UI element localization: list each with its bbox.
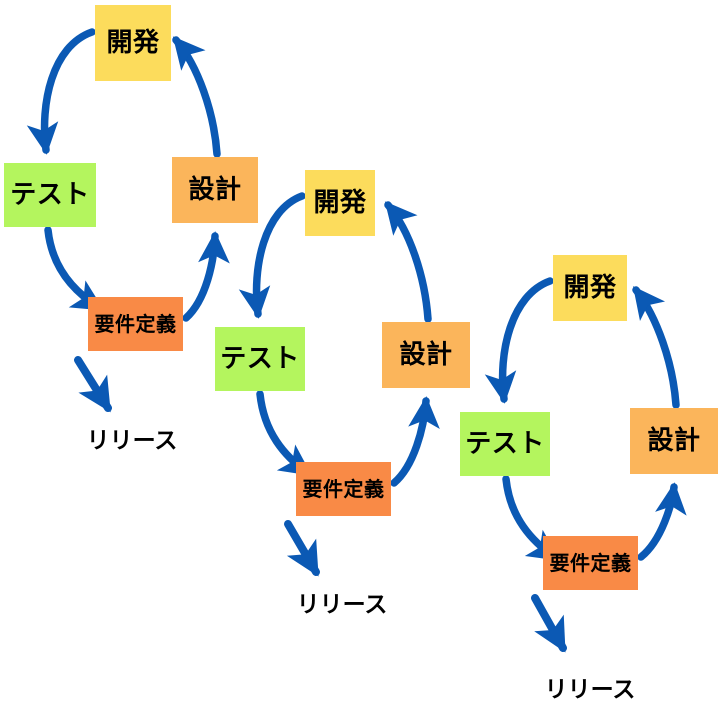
edge-c1-req-to-design	[182, 231, 230, 322]
edge-c2-req-to-design	[390, 396, 440, 487]
node-c1-design[interactable]: 設計	[172, 157, 258, 223]
edge-c3-design-to-dev	[632, 286, 680, 409]
node-c1-test[interactable]: テスト	[4, 163, 96, 227]
node-c2-req[interactable]: 要件定義	[296, 462, 391, 516]
edge-c3-dev-to-test	[484, 277, 554, 404]
node-c2-design[interactable]: 設計	[382, 322, 470, 388]
edge-c2-req-to-release	[284, 520, 320, 577]
node-c3-release[interactable]: リリース	[544, 676, 636, 703]
edge-c3-req-to-design	[637, 482, 687, 561]
node-c3-dev[interactable]: 開発	[553, 255, 627, 321]
node-c1-req[interactable]: 要件定義	[88, 297, 183, 351]
edge-c2-dev-to-test	[238, 192, 306, 319]
edge-c1-req-to-release	[74, 356, 112, 413]
edge-c2-design-to-dev	[384, 201, 432, 323]
node-c3-design[interactable]: 設計	[630, 408, 718, 474]
node-c3-req[interactable]: 要件定義	[543, 536, 638, 590]
node-c3-test[interactable]: テスト	[460, 412, 550, 476]
node-c2-test[interactable]: テスト	[215, 327, 305, 391]
node-c2-release[interactable]: リリース	[296, 591, 388, 618]
node-c1-release[interactable]: リリース	[86, 427, 178, 454]
node-c1-dev[interactable]: 開発	[95, 5, 171, 81]
node-c2-dev[interactable]: 開発	[305, 170, 375, 236]
edge-c3-req-to-release	[531, 594, 567, 653]
edge-c1-design-to-dev	[172, 36, 221, 158]
edge-c1-dev-to-test	[26, 28, 96, 155]
